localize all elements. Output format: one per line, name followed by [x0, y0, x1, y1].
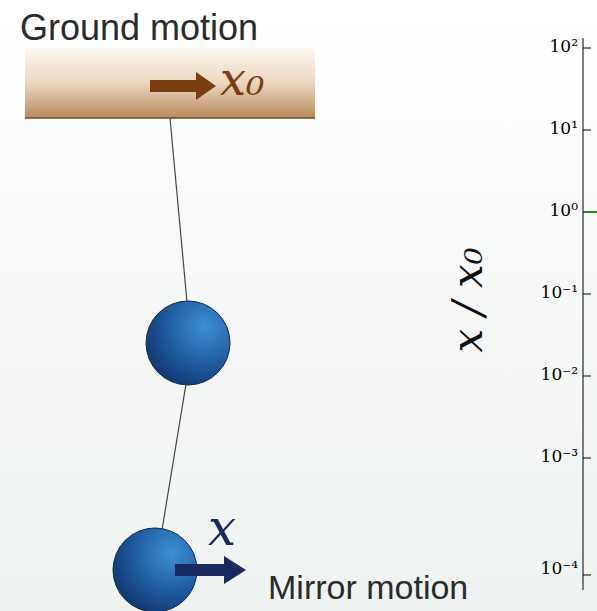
tick-label: 10⁻⁴ [541, 560, 578, 577]
ground-arrow-head [196, 72, 216, 100]
plot-axis [583, 38, 584, 590]
lower-wire [162, 384, 186, 530]
part-label: Ground motion [20, 10, 258, 46]
ground-arrow [150, 80, 198, 92]
signal-symbol: x [208, 503, 236, 553]
axis-label: x / x₀ [447, 247, 489, 352]
tick-label: 10¹ [550, 120, 578, 137]
tick-label: 10⁰ [550, 202, 578, 219]
upper-wire [170, 118, 187, 302]
signal-symbol: x₀ [220, 56, 264, 102]
tick-label: 10⁻³ [541, 448, 578, 465]
tick-label: 10² [550, 38, 578, 55]
tick-label: 10⁻² [541, 366, 578, 383]
part-label: Mirror motion [268, 570, 468, 604]
response-curve [584, 211, 597, 213]
axis-ticks [583, 48, 591, 575]
tick-label: 10⁻¹ [541, 284, 578, 301]
mirror-arrow-head [224, 556, 246, 584]
intermediate-mass [146, 301, 230, 385]
ground-block [25, 48, 315, 118]
mirror-arrow [175, 564, 226, 576]
